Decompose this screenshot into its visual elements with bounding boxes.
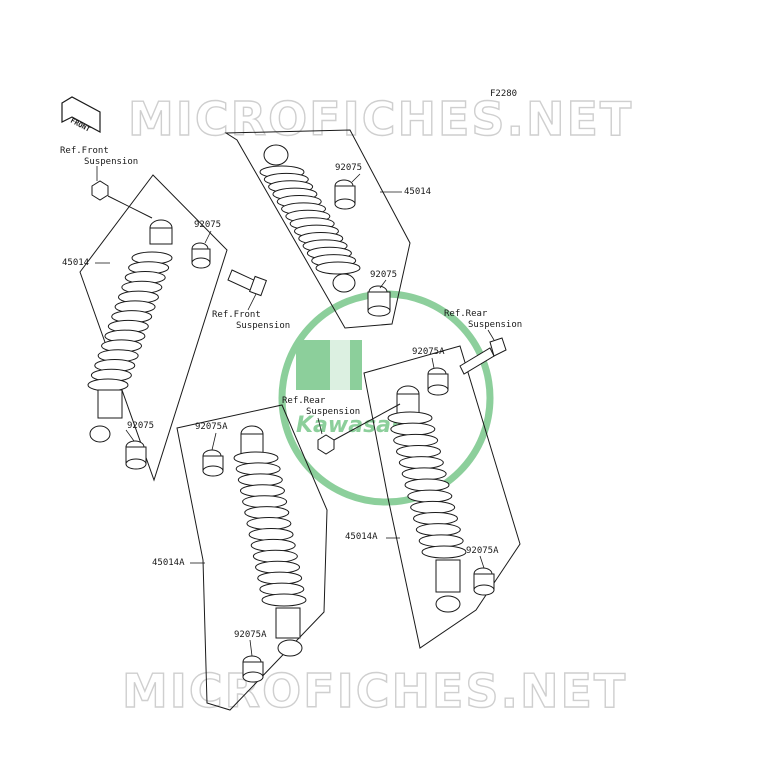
spring-coil xyxy=(252,549,298,563)
spring-coil xyxy=(242,495,288,509)
watermark-bottom: MICROFICHES.NET xyxy=(121,663,628,718)
spring-coil xyxy=(418,534,464,548)
callout-92075-top-upper: 92075 xyxy=(335,163,363,173)
spring-coil xyxy=(235,462,281,476)
bushing-92075a-rear-left-lower xyxy=(242,655,264,683)
nut-rear-lower xyxy=(317,403,401,455)
bushing-92075-front-upper xyxy=(191,242,211,269)
callout-92075-front-lower: 92075 xyxy=(127,421,155,431)
callout-92075a-rear-left-upper: 92075A xyxy=(195,422,228,432)
callout-92075-front-upper: 92075 xyxy=(194,220,222,230)
spring-coil xyxy=(87,378,129,392)
spring-coil xyxy=(396,445,441,458)
shock-absorber-rear-right xyxy=(387,385,467,613)
leader-lines xyxy=(95,166,495,657)
spring-coil xyxy=(250,538,296,552)
spring-coil xyxy=(315,261,361,275)
callout-45014a-right: 45014A xyxy=(345,532,378,542)
spring-coil xyxy=(233,451,279,465)
spring-coil xyxy=(407,489,453,503)
kawasaki-logo: Kawasaki xyxy=(278,290,494,506)
bushing-92075-top-upper xyxy=(334,179,356,210)
callout-ref-front-b-line2: Suspension xyxy=(236,321,291,331)
box-front-shock-top xyxy=(224,129,411,329)
spring-coil xyxy=(239,484,285,498)
shock-absorber-front-top xyxy=(259,144,361,293)
bushing-92075a-rear-right-upper xyxy=(427,367,449,396)
callout-ref-rear-b-line1: Ref.Rear xyxy=(282,396,326,406)
front-arrow-icon: FRONT xyxy=(61,96,101,134)
spring-coil xyxy=(390,422,436,436)
spring-coil xyxy=(257,571,303,585)
callout-92075-top-lower: 92075 xyxy=(370,270,398,280)
watermark-top: MICROFICHES.NET xyxy=(127,91,634,146)
spring-coil xyxy=(393,433,439,447)
shock-absorber-front-left xyxy=(87,219,173,443)
nut-front-upper xyxy=(91,180,153,219)
callout-ref-rear-a-line2: Suspension xyxy=(468,320,523,330)
callout-ref-rear-b-line2: Suspension xyxy=(306,407,361,417)
spring-coil xyxy=(401,467,447,481)
callout-ref-front-a-line1: Ref.Front xyxy=(60,146,109,156)
bushing-92075-front-lower xyxy=(125,440,147,470)
spring-coil xyxy=(387,411,433,425)
callout-ref-rear-a-line1: Ref.Rear xyxy=(444,309,488,319)
spring-coil xyxy=(255,560,301,574)
bushing-92075-top-lower xyxy=(367,285,391,317)
bolt-front-lower xyxy=(227,269,268,297)
bushing-92075a-rear-left-upper xyxy=(202,449,224,477)
spring-coil xyxy=(415,523,461,537)
shock-absorber-rear-left xyxy=(233,425,307,657)
spring-coil xyxy=(237,473,283,487)
box-front-shock-left xyxy=(79,174,228,482)
callout-92075a-rear-left-lower: 92075A xyxy=(234,630,267,640)
spring-coil xyxy=(259,582,305,596)
callout-45014-left: 45014 xyxy=(62,258,90,268)
callout-92075a-rear-right-upper: 92075A xyxy=(412,347,445,357)
callout-ref-front-b-line1: Ref.Front xyxy=(212,310,261,320)
box-rear-shock-right xyxy=(363,345,521,649)
bolt-rear-upper xyxy=(459,337,507,375)
spring-coil xyxy=(421,545,467,559)
spring-coil xyxy=(404,478,450,492)
callout-92075a-rear-right-lower: 92075A xyxy=(466,546,499,556)
callout-45014a-left: 45014A xyxy=(152,558,185,568)
spring-coil xyxy=(398,456,444,470)
spring-coil xyxy=(246,517,292,531)
figure-code: F2280 xyxy=(490,89,518,99)
spring-coil xyxy=(413,512,458,525)
bushing-92075a-rear-right-lower xyxy=(473,567,495,596)
spring-coil xyxy=(244,506,290,520)
spring-coil xyxy=(410,500,456,514)
spring-coil xyxy=(248,527,294,541)
callout-45014-top: 45014 xyxy=(404,187,432,197)
spring-coil xyxy=(261,593,307,607)
box-rear-shock-left xyxy=(176,404,328,711)
callout-ref-front-a-line2: Suspension xyxy=(84,157,139,167)
